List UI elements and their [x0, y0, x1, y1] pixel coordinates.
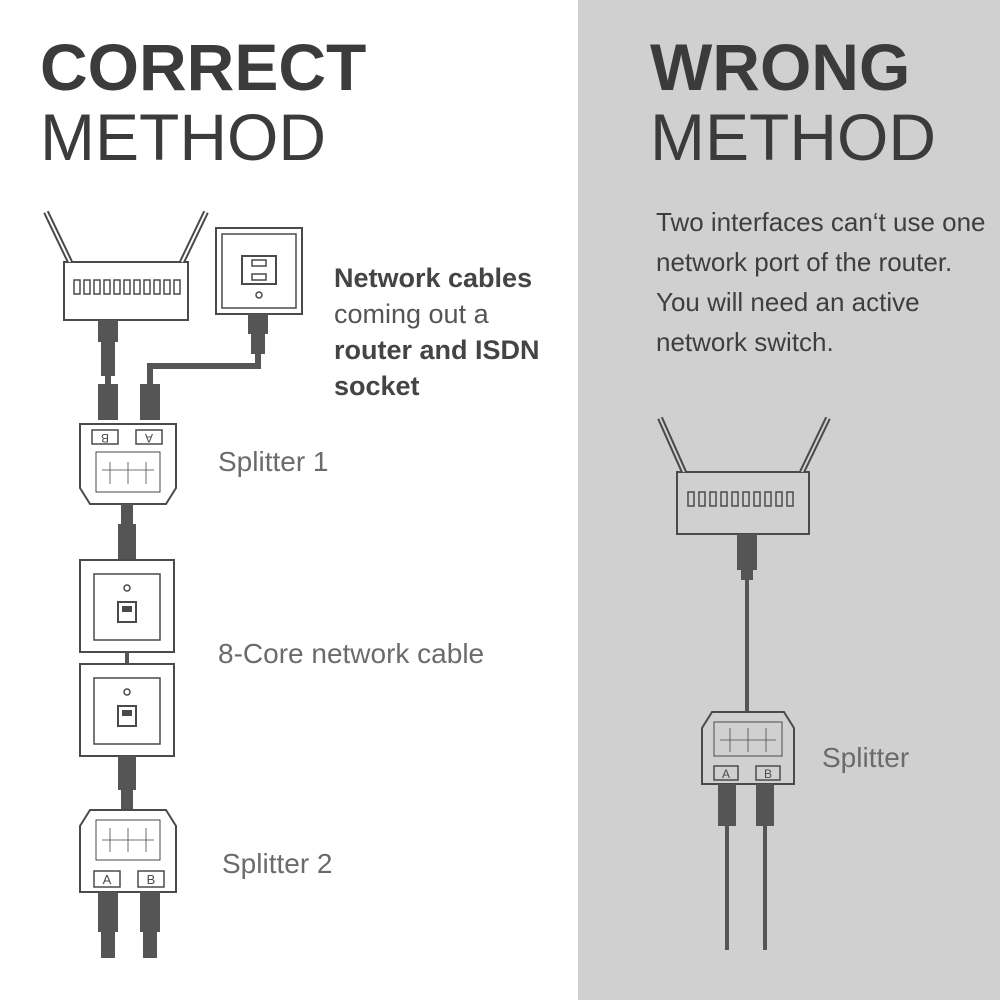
wrong-router-icon: [657, 416, 831, 535]
cable-socket2-to-splitter2: [118, 756, 136, 810]
wall-socket-2-icon: [79, 663, 175, 757]
wrong-single-cable: [737, 534, 757, 712]
splitter-1-port-b: B: [101, 431, 109, 445]
router-icon: [43, 210, 209, 321]
splitter-1-icon: B A: [79, 423, 177, 505]
cable-socket-to-splitter1: [140, 314, 268, 420]
wrong-splitter-icon: A B: [701, 711, 795, 785]
splitter-1-label: Splitter 1: [218, 446, 329, 477]
desc-line-2: coming out a: [334, 299, 489, 329]
splitter-2-port-b: B: [147, 872, 156, 887]
wrong-splitter-port-b: B: [764, 767, 772, 781]
splitter-2-port-a: A: [103, 872, 112, 887]
desc-line-3: router and ISDN: [334, 335, 540, 365]
cable-router-to-splitter1: [98, 320, 118, 420]
cable-splitter1-to-socket1: [118, 504, 136, 560]
splitter-2-icon: A B: [79, 809, 177, 893]
correct-title: CORRECT: [40, 30, 367, 104]
wrong-splitter-label: Splitter: [822, 742, 910, 773]
cable-label: 8-Core network cable: [218, 638, 485, 669]
wrong-subtitle: METHOD: [650, 100, 936, 174]
correct-subtitle: METHOD: [40, 100, 326, 174]
correct-description: Network cables coming out a router and I…: [334, 260, 540, 404]
wrong-splitter-output-cables: [718, 784, 774, 950]
desc-line-4: socket: [334, 371, 420, 401]
wrong-splitter-port-a: A: [722, 767, 730, 781]
wall-socket-1-icon: [79, 559, 175, 653]
splitter-2-label: Splitter 2: [222, 848, 333, 879]
splitter-2-output-cables: [98, 892, 160, 958]
splitter-1-port-a: A: [145, 431, 153, 445]
wrong-title: WRONG: [650, 30, 911, 104]
isdn-socket-icon: [215, 227, 303, 315]
desc-line-1: Network cables: [334, 263, 533, 293]
wrong-description: Two interfaces can‘t use one network por…: [656, 207, 986, 357]
